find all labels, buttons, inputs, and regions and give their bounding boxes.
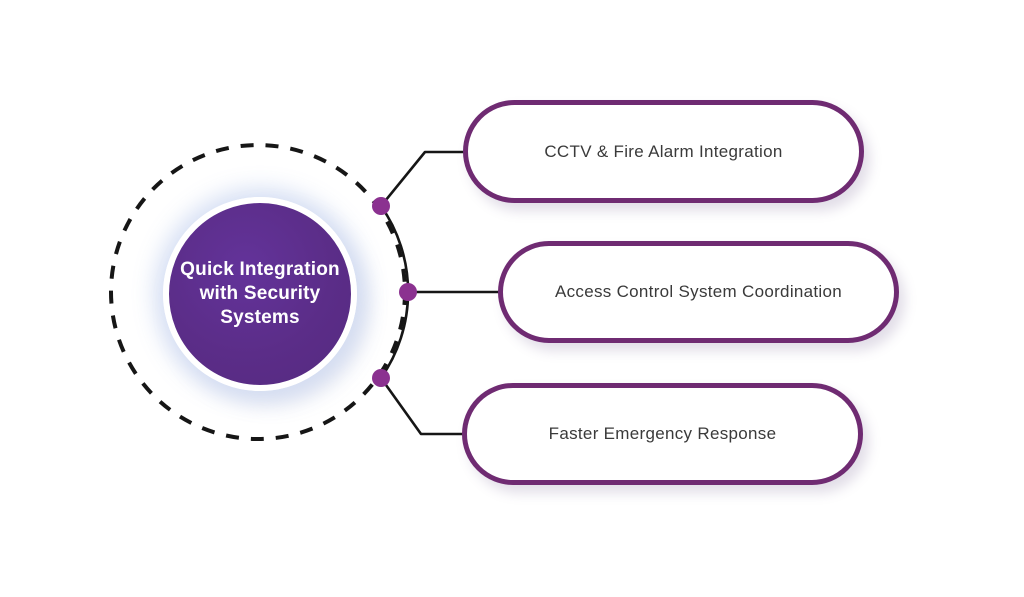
central-topic-line-2: with Security xyxy=(199,282,321,304)
central-topic-label: Quick Integration with Security Systems xyxy=(180,258,340,331)
hub-dot-1 xyxy=(399,283,417,301)
topic-node-label: CCTV & Fire Alarm Integration xyxy=(544,141,783,161)
hub-dot-0 xyxy=(372,197,390,215)
topic-node-access-control: Access Control System Coordination xyxy=(498,241,899,343)
central-topic-line-3: Systems xyxy=(220,307,300,329)
topic-node-cctv-fire-alarm: CCTV & Fire Alarm Integration xyxy=(463,100,864,203)
connector-line-0 xyxy=(379,150,467,207)
central-topic-circle: Quick Integration with Security Systems xyxy=(163,197,357,391)
topic-node-emergency-response: Faster Emergency Response xyxy=(462,383,863,485)
topic-node-label: Access Control System Coordination xyxy=(554,282,843,301)
topic-node-label: Faster Emergency Response xyxy=(548,424,777,443)
central-topic-line-1: Quick Integration xyxy=(180,258,340,280)
hub-dot-2 xyxy=(372,369,390,387)
connector-line-2 xyxy=(379,377,466,436)
